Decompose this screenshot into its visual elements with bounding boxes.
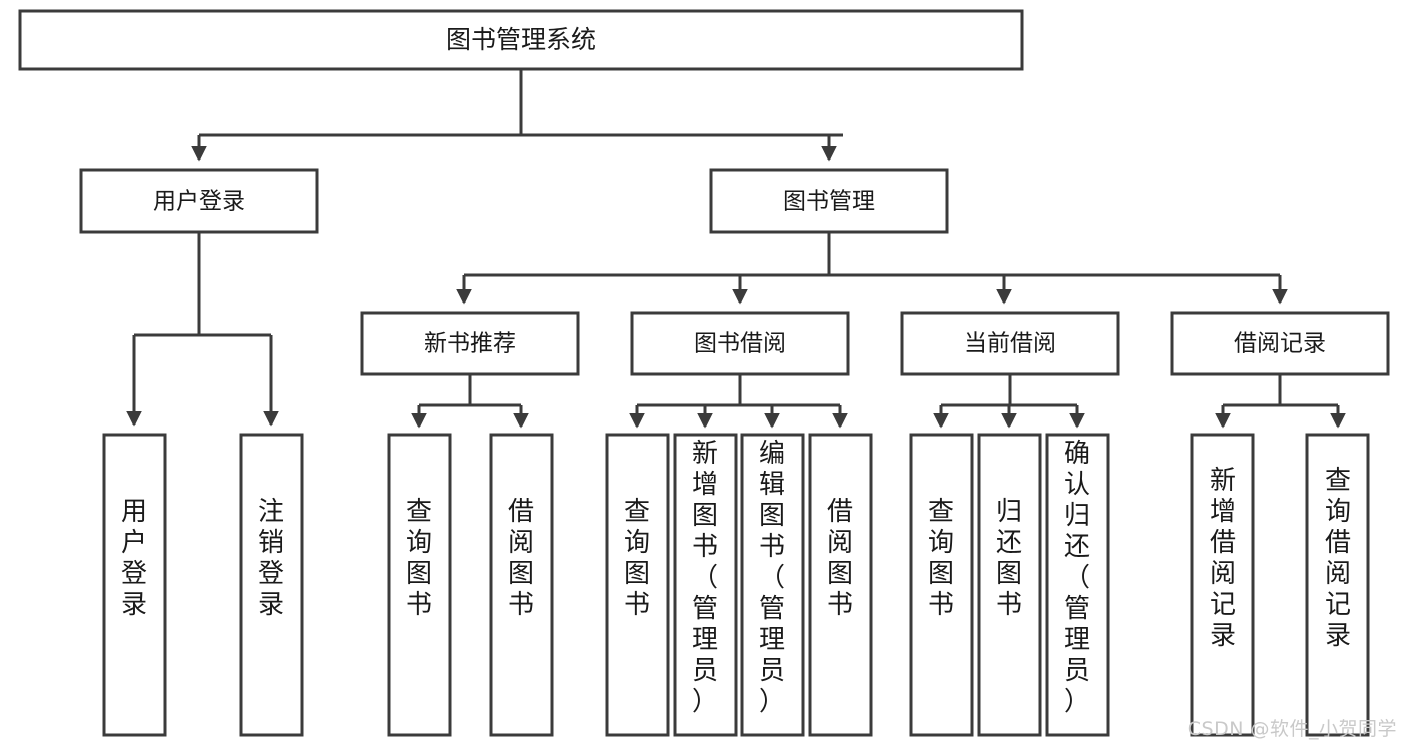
node-leaf-user-logout-label: 注销登录 — [258, 497, 284, 620]
node-leaf-return-book-label: 归还图书 — [996, 497, 1022, 620]
node-current-borrow-label: 当前借阅 — [964, 331, 1056, 357]
node-leaf-query-book-3[interactable]: 查询图书 — [909, 433, 974, 737]
node-user-login[interactable]: 用户登录 — [79, 168, 319, 234]
node-leaf-confirm-return[interactable]: 确认归还（管理员） — [1045, 433, 1110, 737]
node-leaf-query-book-2-label: 查询图书 — [624, 497, 650, 620]
csdn-watermark: CSDN @软件_小贺同学 — [1187, 718, 1397, 740]
node-leaf-query-book-2[interactable]: 查询图书 — [605, 433, 670, 737]
node-leaf-add-record-label: 新增借阅记录 — [1210, 466, 1236, 651]
node-book-manage[interactable]: 图书管理 — [709, 168, 949, 234]
node-leaf-user-logout[interactable]: 注销登录 — [239, 433, 304, 737]
node-leaf-query-record-label: 查询借阅记录 — [1325, 466, 1351, 651]
node-leaf-borrow-book-2-label: 借阅图书 — [827, 497, 853, 620]
node-leaf-query-record[interactable]: 查询借阅记录 — [1305, 433, 1370, 737]
node-leaf-query-book-1[interactable]: 查询图书 — [387, 433, 452, 737]
node-borrow-record-label: 借阅记录 — [1234, 331, 1326, 357]
connector-bookmanage-to-level2 — [456, 232, 1288, 305]
node-new-book-recommend[interactable]: 新书推荐 — [360, 311, 580, 376]
connector-root-to-level1 — [191, 69, 843, 162]
connector-newbook-to-leaves — [411, 374, 529, 429]
node-user-login-label: 用户登录 — [153, 189, 245, 215]
connector-userlogin-to-leaves — [126, 232, 279, 427]
node-leaf-edit-book-label: 编辑图书（管理员） — [759, 439, 785, 717]
node-leaf-confirm-return-label: 确认归还（管理员） — [1064, 439, 1090, 717]
node-leaf-query-book-1-label: 查询图书 — [406, 497, 432, 620]
node-leaf-borrow-book-1-label: 借阅图书 — [508, 497, 534, 620]
node-leaf-borrow-book-2[interactable]: 借阅图书 — [808, 433, 873, 737]
node-book-borrow[interactable]: 图书借阅 — [630, 311, 850, 376]
node-leaf-user-login-label: 用户登录 — [121, 497, 147, 620]
connector-bookborrow-to-leaves — [629, 374, 848, 429]
node-leaf-add-book-label: 新增图书（管理员） — [692, 439, 718, 717]
node-leaf-return-book[interactable]: 归还图书 — [977, 433, 1042, 737]
connector-borrowrecord-to-leaves — [1215, 374, 1346, 429]
connector-currentborrow-to-leaves — [933, 374, 1085, 429]
node-leaf-user-login[interactable]: 用户登录 — [102, 433, 167, 737]
node-borrow-record[interactable]: 借阅记录 — [1170, 311, 1390, 376]
node-leaf-add-book[interactable]: 新增图书（管理员） — [673, 433, 738, 737]
node-new-book-recommend-label: 新书推荐 — [424, 331, 516, 357]
node-book-borrow-label: 图书借阅 — [694, 331, 786, 357]
node-book-manage-label: 图书管理 — [783, 189, 875, 215]
node-leaf-query-book-3-label: 查询图书 — [928, 497, 954, 620]
node-leaf-borrow-book-1[interactable]: 借阅图书 — [489, 433, 554, 737]
node-root[interactable]: 图书管理系统 — [18, 9, 1024, 71]
node-leaf-edit-book[interactable]: 编辑图书（管理员） — [740, 433, 805, 737]
node-leaf-add-record[interactable]: 新增借阅记录 — [1190, 433, 1255, 737]
node-current-borrow[interactable]: 当前借阅 — [900, 311, 1120, 376]
node-root-label: 图书管理系统 — [446, 25, 596, 54]
